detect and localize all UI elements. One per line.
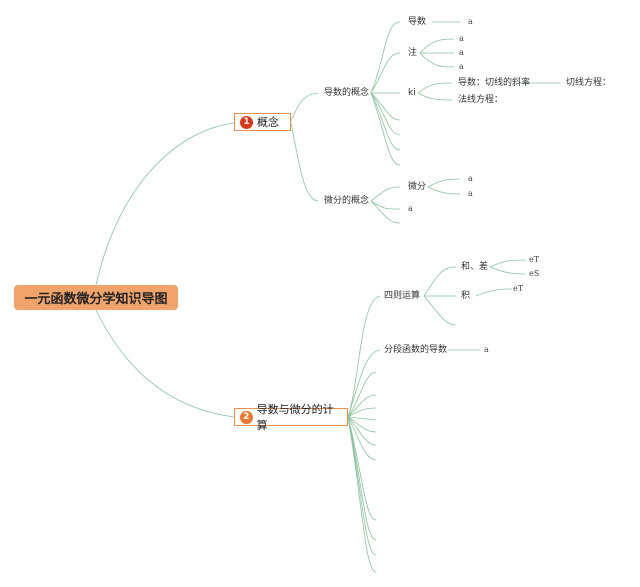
leaf-piecewise-a[interactable]: a bbox=[484, 345, 489, 354]
node-note[interactable]: 注 bbox=[408, 48, 418, 58]
node-ki[interactable]: ki bbox=[408, 88, 416, 98]
node-product[interactable]: 积 bbox=[461, 291, 471, 301]
topic-arithmetic-operations[interactable]: 四则运算 bbox=[384, 291, 421, 301]
node-derivative[interactable]: 导数 bbox=[408, 17, 427, 27]
branch-concepts-label: 概念 bbox=[257, 116, 279, 129]
leaf-differential-a1[interactable]: a bbox=[468, 174, 473, 183]
branch-computation-label: 导数与微分的计算 bbox=[256, 403, 334, 432]
leaf-differential-a2[interactable]: a bbox=[468, 189, 473, 198]
number-2-icon: 2 bbox=[240, 410, 253, 424]
leaf-note-a1[interactable]: a bbox=[459, 34, 464, 43]
branch-computation[interactable]: 2 导数与微分的计算 bbox=[234, 403, 348, 432]
branch-concepts[interactable]: 1 概念 bbox=[234, 113, 291, 131]
leaf-product[interactable]: eT bbox=[513, 284, 524, 293]
root-title: 一元函数微分学知识导图 bbox=[24, 292, 168, 307]
number-1-icon: 1 bbox=[240, 115, 253, 129]
node-differential[interactable]: 微分 bbox=[408, 182, 427, 192]
topic-differential-concept[interactable]: 微分的概念 bbox=[324, 196, 370, 206]
node-slope-of-tangent[interactable]: 导数：切线的斜率 bbox=[458, 78, 531, 88]
node-sum-difference[interactable]: 和、差 bbox=[461, 262, 489, 272]
leaf-note-a3[interactable]: a bbox=[459, 62, 464, 71]
leaf-sum-difference-2[interactable]: eS bbox=[529, 269, 540, 278]
node-differential-a[interactable]: a bbox=[408, 204, 413, 213]
leaf-derivative-a[interactable]: a bbox=[468, 17, 473, 26]
node-tangent-equation[interactable]: 切线方程： bbox=[566, 78, 612, 88]
node-normal-equation[interactable]: 法线方程： bbox=[458, 95, 504, 105]
topic-derivative-concept[interactable]: 导数的概念 bbox=[324, 88, 370, 98]
root-node[interactable]: 一元函数微分学知识导图 bbox=[14, 285, 178, 310]
topic-piecewise-derivative[interactable]: 分段函数的导数 bbox=[384, 345, 448, 355]
leaf-sum-difference-1[interactable]: eT bbox=[529, 255, 540, 264]
leaf-note-a2[interactable]: a bbox=[459, 48, 464, 57]
